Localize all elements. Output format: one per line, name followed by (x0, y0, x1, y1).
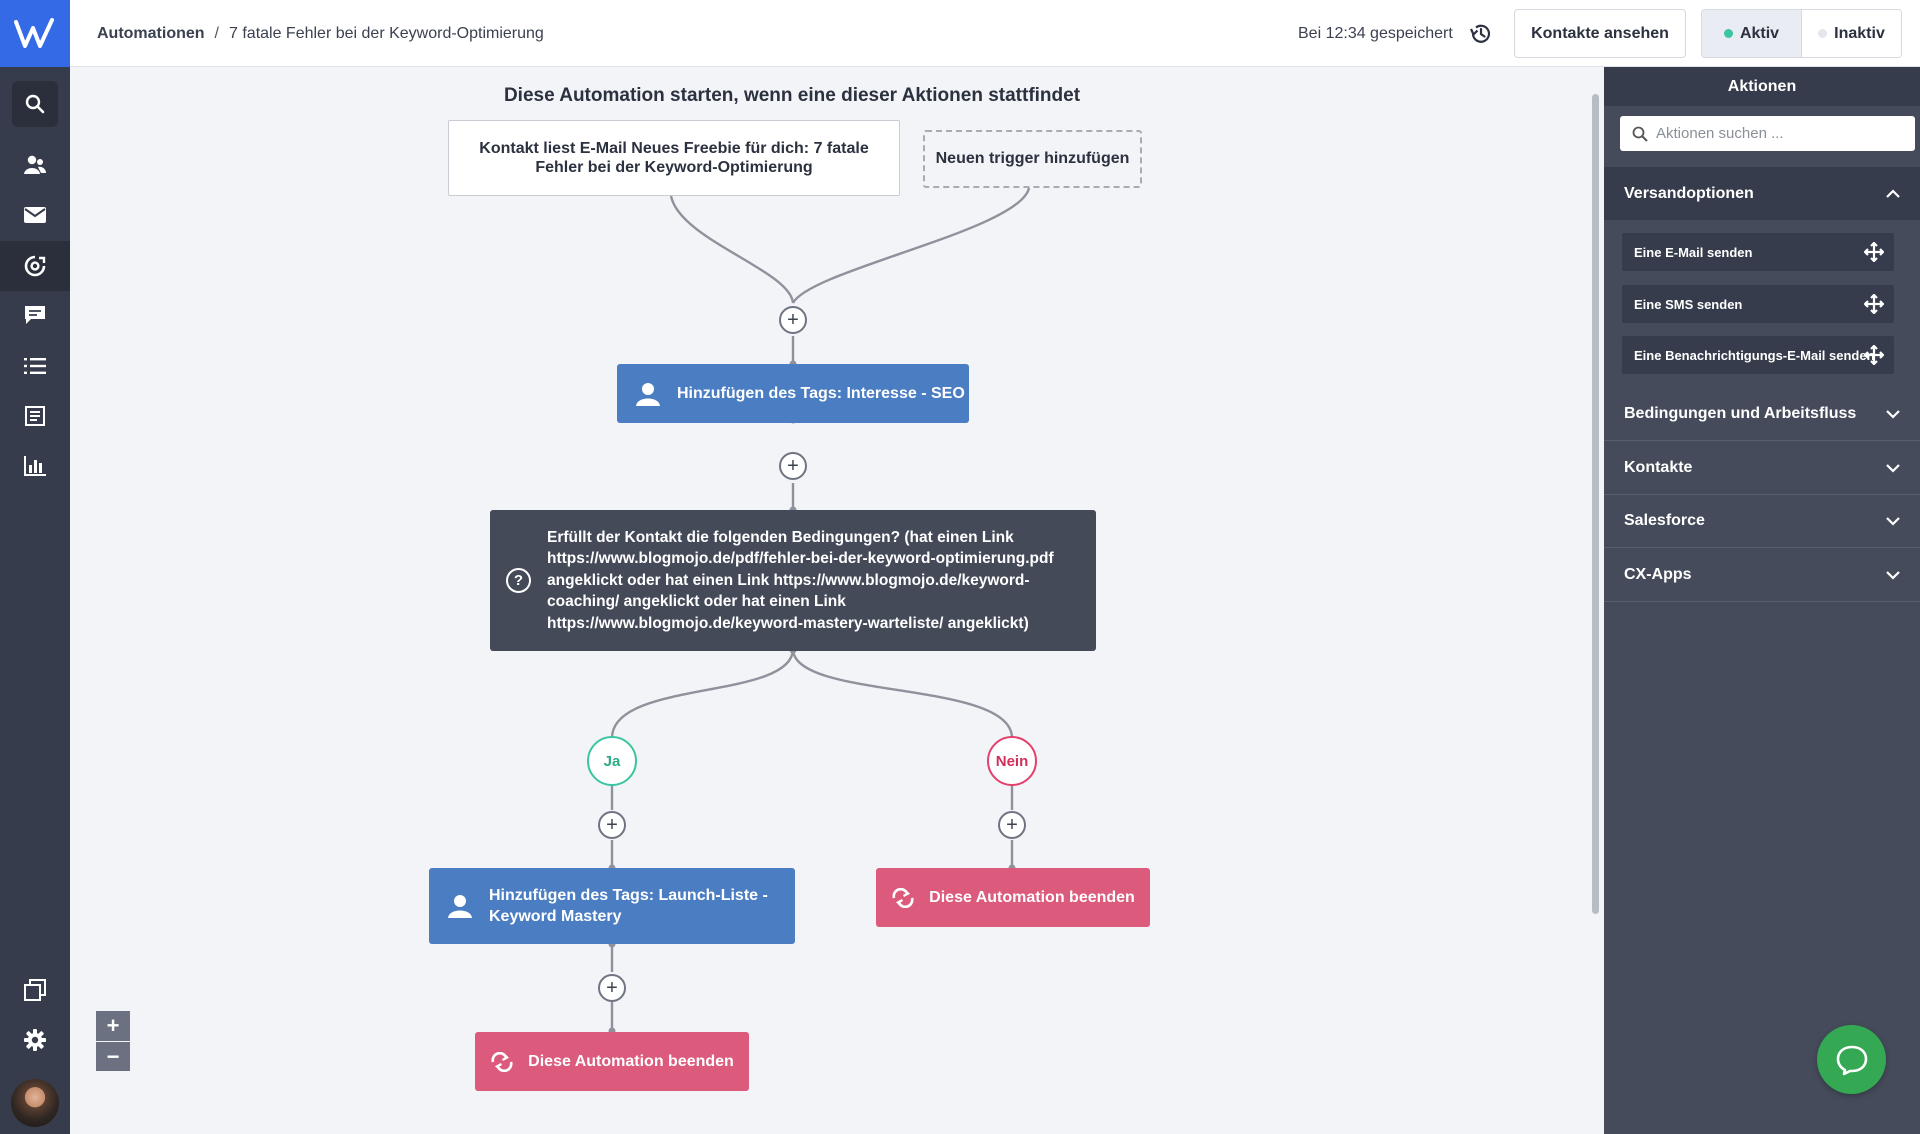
section-label: Versandoptionen (1624, 184, 1754, 202)
forms-icon[interactable] (0, 391, 70, 441)
end-label: Diese Automation beenden (528, 1053, 734, 1070)
section-label: Bedingungen und Arbeitsfluss (1624, 405, 1857, 422)
status-inactive-option[interactable]: Inaktiv (1802, 10, 1901, 57)
drag-handle-icon[interactable] (1864, 242, 1884, 262)
drag-handle-icon[interactable] (1864, 345, 1884, 365)
chat-bubble-icon[interactable] (1817, 1025, 1886, 1094)
canvas-scrollbar[interactable] (1592, 94, 1599, 914)
branch-yes[interactable]: Ja (587, 736, 637, 786)
inactive-dot (1818, 29, 1828, 38)
user-icon (448, 895, 472, 918)
conversations-icon[interactable] (0, 290, 70, 340)
section-versandoptionen[interactable]: Versandoptionen (1604, 167, 1920, 220)
breadcrumb-root-link[interactable]: Automationen (97, 24, 205, 42)
end-loop-icon (491, 1051, 513, 1072)
add-step-button[interactable]: + (598, 974, 626, 1002)
drag-handle-icon[interactable] (1864, 294, 1884, 314)
zoom-out-button[interactable]: − (96, 1041, 130, 1071)
section-label: CX-Apps (1624, 566, 1692, 583)
trigger-card[interactable]: Kontakt liest E-Mail Neues Freebie für d… (448, 120, 900, 196)
add-step-button[interactable]: + (598, 811, 626, 839)
section-salesforce[interactable]: Salesforce (1604, 495, 1920, 548)
app-logo[interactable] (0, 0, 70, 67)
user-avatar[interactable] (11, 1079, 59, 1127)
action-item-send-sms[interactable]: Eine SMS senden (1622, 285, 1894, 323)
add-step-button[interactable]: + (779, 306, 807, 334)
chevron-down-icon (1886, 570, 1900, 580)
end-label: Diese Automation beenden (929, 889, 1135, 906)
search-icon[interactable] (12, 81, 58, 127)
actions-panel-title: Aktionen (1604, 67, 1920, 106)
user-icon (636, 382, 660, 406)
contacts-icon[interactable] (0, 140, 70, 190)
actions-panel: Aktionen Versandoptionen Eine E-Mail sen… (1604, 67, 1920, 1134)
condition-text: Erfüllt der Kontakt die folgenden Beding… (547, 528, 1054, 632)
action-label: Hinzufügen des Tags: Launch-Liste - Keyw… (489, 887, 768, 925)
action-add-tag-launch-list[interactable]: Hinzufügen des Tags: Launch-Liste - Keyw… (429, 868, 795, 944)
actions-search-input[interactable] (1656, 125, 1906, 142)
status-active-option[interactable]: Aktiv (1702, 10, 1802, 57)
item-label: Eine SMS senden (1634, 296, 1743, 312)
mail-icon[interactable] (0, 190, 70, 240)
history-icon[interactable] (1468, 21, 1494, 47)
action-label: Hinzufügen des Tags: Interesse - SEO (677, 385, 965, 402)
chevron-down-icon (1886, 463, 1900, 473)
section-cx-apps[interactable]: CX-Apps (1604, 549, 1920, 602)
end-automation-card[interactable]: Diese Automation beenden (475, 1032, 749, 1091)
search-icon (1632, 126, 1648, 142)
action-item-send-notification[interactable]: Eine Benachrichtigungs-E-Mail senden (1622, 336, 1894, 374)
add-step-button[interactable]: + (998, 811, 1026, 839)
breadcrumb-current: 7 fatale Fehler bei der Keyword-Optimier… (229, 24, 544, 42)
status-inactive-label: Inaktiv (1834, 24, 1885, 42)
item-label: Eine Benachrichtigungs-E-Mail senden (1634, 347, 1875, 363)
chevron-down-icon (1886, 516, 1900, 526)
item-label: Eine E-Mail senden (1634, 244, 1753, 260)
section-label: Salesforce (1624, 512, 1705, 529)
end-loop-icon (892, 887, 914, 908)
status-active-label: Aktiv (1739, 24, 1780, 42)
condition-card[interactable]: ? Erfüllt der Kontakt die folgenden Bedi… (490, 510, 1096, 651)
chevron-down-icon (1886, 409, 1900, 419)
settings-icon[interactable] (0, 1015, 70, 1065)
reports-icon[interactable] (0, 441, 70, 491)
zoom-in-button[interactable]: + (96, 1011, 130, 1041)
automation-icon[interactable] (0, 241, 70, 291)
active-dot (1723, 29, 1733, 38)
breadcrumb: Automationen / 7 fatale Fehler bei der K… (97, 0, 544, 67)
actions-search[interactable] (1620, 116, 1915, 151)
view-contacts-button[interactable]: Kontakte ansehen (1514, 9, 1686, 58)
action-item-send-email[interactable]: Eine E-Mail senden (1622, 233, 1894, 271)
add-step-button[interactable]: + (779, 452, 807, 480)
saved-status: Bei 12:34 gespeichert (1298, 24, 1453, 42)
add-trigger-button[interactable]: Neuen trigger hinzufügen (923, 130, 1142, 188)
branch-no[interactable]: Nein (987, 736, 1037, 786)
chevron-up-icon (1886, 189, 1900, 198)
section-kontakte[interactable]: Kontakte (1604, 442, 1920, 495)
section-bedingungen[interactable]: Bedingungen und Arbeitsfluss (1604, 388, 1920, 441)
action-add-tag-seo[interactable]: Hinzufügen des Tags: Interesse - SEO (617, 364, 969, 423)
status-toggle: Aktiv Inaktiv (1701, 9, 1902, 58)
lists-icon[interactable] (0, 341, 70, 391)
end-automation-card[interactable]: Diese Automation beenden (876, 868, 1150, 927)
breadcrumb-separator: / (214, 24, 219, 42)
pages-icon[interactable] (0, 965, 70, 1015)
zoom-controls: + − (96, 1011, 130, 1071)
top-bar: Automationen / 7 fatale Fehler bei der K… (70, 0, 1920, 67)
left-navigation (0, 0, 70, 1134)
section-label: Kontakte (1624, 459, 1693, 476)
question-icon: ? (506, 568, 531, 593)
